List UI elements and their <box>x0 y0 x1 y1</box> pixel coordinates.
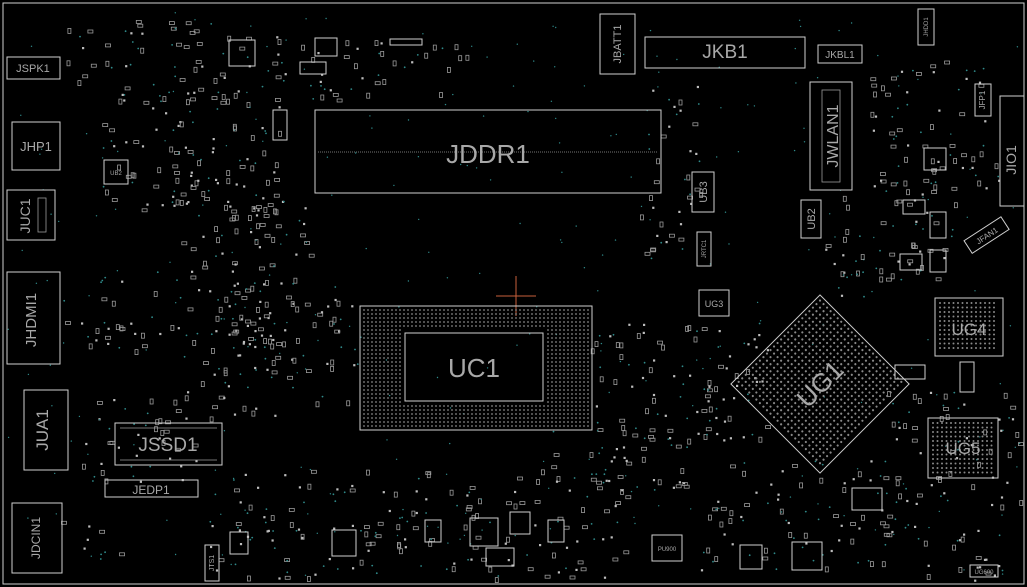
jhp1-label: JHP1 <box>20 139 52 154</box>
jssd1-connector[interactable]: JSSD1 <box>114 422 223 466</box>
ug600-label: UG600 <box>974 570 994 576</box>
ub3-chip[interactable]: UB3 <box>691 171 715 213</box>
ub2-label: UB2 <box>806 208 818 229</box>
ug5-memory[interactable]: UG5 <box>927 417 999 479</box>
jdcin1-label: JDCIN1 <box>29 517 43 559</box>
jhdmi1-connector[interactable]: JHDMI1 <box>6 271 61 365</box>
ub3-label: UB3 <box>698 181 710 202</box>
jbatt1-connector[interactable]: JBATT1 <box>599 13 636 75</box>
pu900-chip[interactable]: PU900 <box>651 534 683 562</box>
jrtc1-label: JRTC1 <box>702 239 708 258</box>
jddr1-slot[interactable]: JDDR1 <box>314 109 662 194</box>
ug1-gpu[interactable] <box>730 294 910 474</box>
jua1-label: JUA1 <box>33 409 52 451</box>
jfan1-connector[interactable]: JFAN1 <box>963 216 1010 254</box>
jua1-connector[interactable]: JUA1 <box>23 389 69 471</box>
jdcin1-connector[interactable]: JDCIN1 <box>11 502 63 574</box>
jhdd1-connector[interactable]: JHDD1 <box>917 8 935 46</box>
ug600-chip[interactable]: UG600 <box>969 564 999 578</box>
jkbl1-connector[interactable]: JKBL1 <box>817 44 863 64</box>
jspk1-label: JSPK1 <box>16 63 50 75</box>
ug5-ball-grid <box>932 422 993 474</box>
jkb1-connector[interactable]: JKB1 <box>644 36 806 69</box>
ug1-ball-grid <box>737 299 903 465</box>
ug3-chip[interactable]: UG3 <box>698 289 730 317</box>
ug5-label: UG5 <box>946 439 981 458</box>
jhdmi1-label: JHDMI1 <box>23 293 40 347</box>
jssd1-label: JSSD1 <box>138 435 197 456</box>
jhdd1-label: JHDD1 <box>924 17 930 37</box>
jbatt1-label: JBATT1 <box>612 25 624 64</box>
juc1-label: JUC1 <box>17 198 33 233</box>
passive-components <box>7 12 1024 583</box>
jts1-connector[interactable]: JTS1 <box>204 544 220 582</box>
ub2-chip[interactable]: UB2 <box>800 199 822 239</box>
jrtc1-connector[interactable]: JRTC1 <box>696 231 712 267</box>
jkb1-label: JKB1 <box>702 42 747 63</box>
jkbl1-label: JKBL1 <box>825 50 855 61</box>
juc1-connector[interactable]: JUC1 <box>6 189 56 241</box>
jio1-connector[interactable]: JIO1 <box>999 95 1025 207</box>
ug4-label: UG4 <box>952 320 987 339</box>
jedp1-label: JEDP1 <box>132 483 170 497</box>
ub2-small-label: UB2 <box>110 171 122 177</box>
jddr1-label: JDDR1 <box>446 139 530 169</box>
jwlan1-label: JWLAN1 <box>825 104 842 167</box>
misc-ics <box>228 37 975 571</box>
jfp1-connector[interactable]: JFP1 <box>974 83 992 117</box>
jedp1-connector[interactable]: JEDP1 <box>104 479 199 498</box>
ug3-label: UG3 <box>705 299 724 309</box>
ug4-memory[interactable]: UG4 <box>934 297 1004 357</box>
jhp1-connector[interactable]: JHP1 <box>11 121 61 171</box>
uc1-cpu[interactable]: UC1 <box>359 305 593 431</box>
ug4-ball-grid <box>939 302 995 349</box>
uc1-ball-grid <box>363 309 589 427</box>
pu900-label: PU900 <box>658 547 677 553</box>
jts1-label: JTS1 <box>209 555 216 571</box>
jio1-label: JIO1 <box>1003 145 1019 175</box>
jfp1-label: JFP1 <box>978 90 987 109</box>
ub2-small-chip[interactable]: UB2 <box>103 159 129 185</box>
uc1-label: UC1 <box>448 353 500 383</box>
jspk1-connector[interactable]: JSPK1 <box>6 56 61 80</box>
jwlan1-connector[interactable]: JWLAN1 <box>809 81 853 191</box>
